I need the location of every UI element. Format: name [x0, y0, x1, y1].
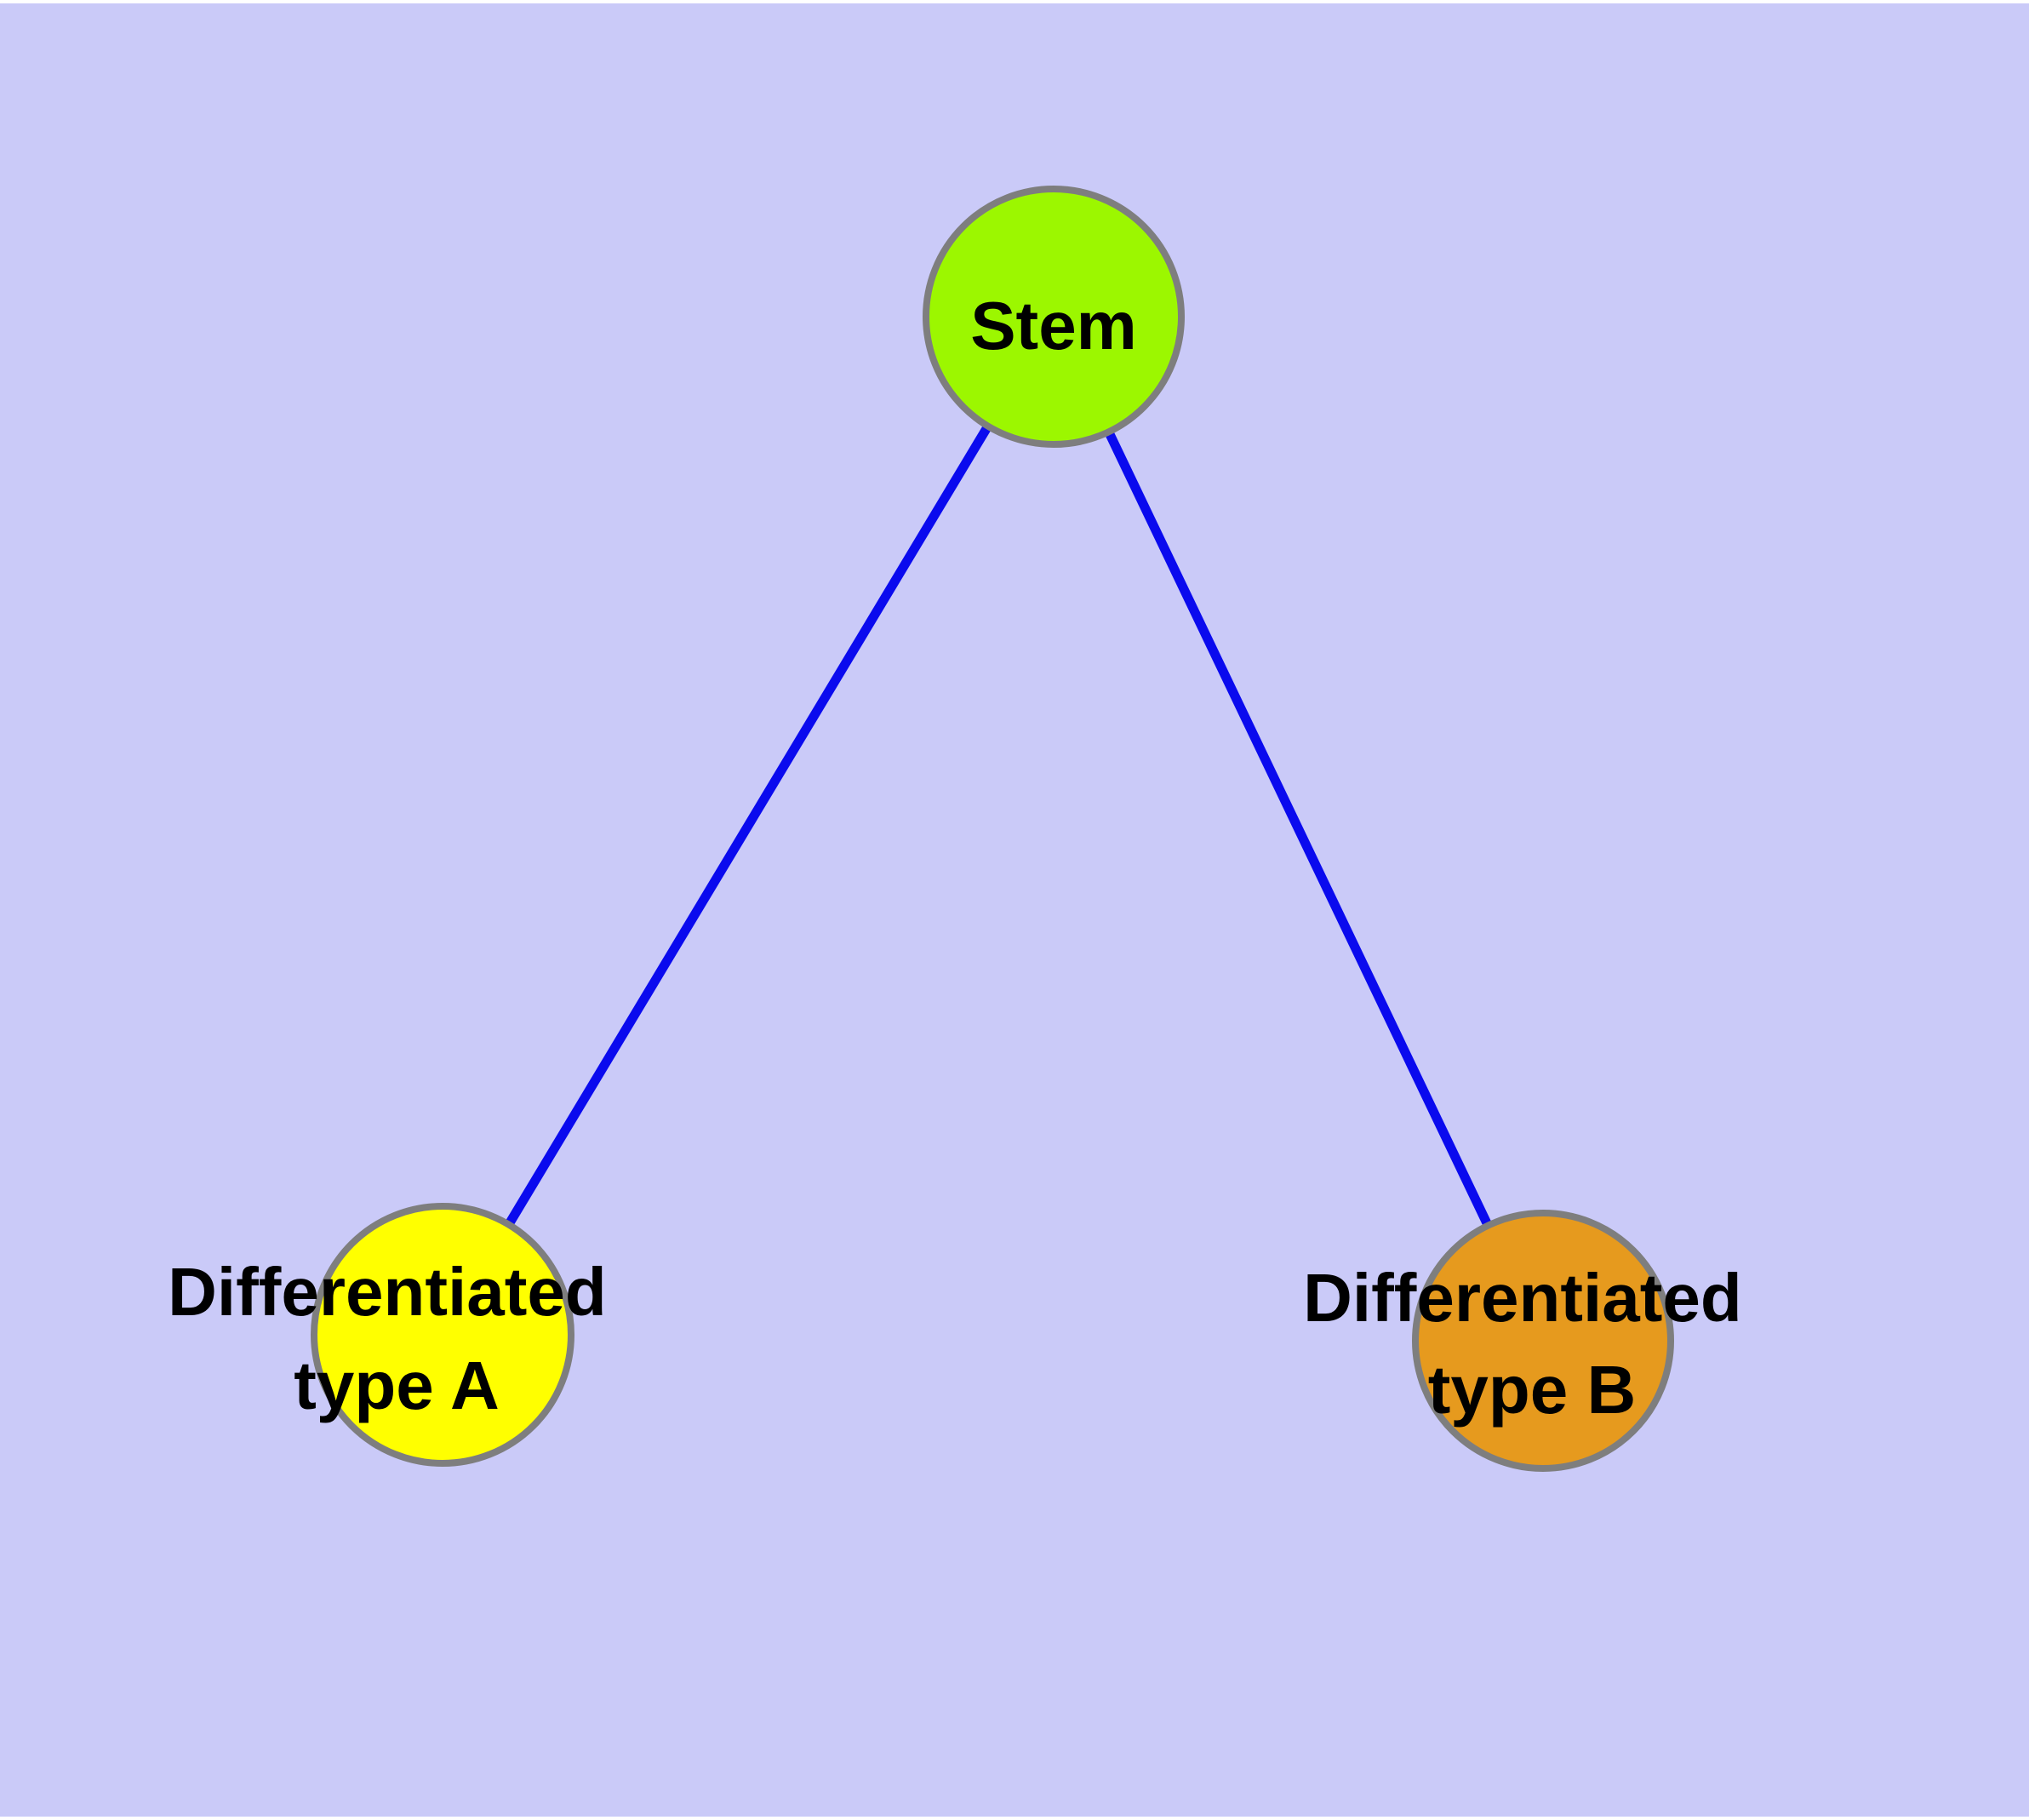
node-stem — [923, 186, 1185, 448]
node-differentiated-type-b-label-line-2: type B — [1428, 1352, 1637, 1428]
node-stem-label: Stem — [970, 288, 1137, 363]
edge-stem-to-type-a — [438, 314, 1058, 1337]
node-stem-label-line: Stem — [970, 288, 1137, 363]
node-differentiated-type-b — [1412, 1210, 1674, 1472]
node-differentiated-type-a — [311, 1203, 574, 1467]
node-differentiated-type-b-label: Differentiated type B — [1303, 1260, 1761, 1428]
node-differentiated-type-a-label-line-2: type A — [294, 1348, 500, 1423]
edge-stem-to-type-b — [1049, 314, 1547, 1343]
node-differentiated-type-b-label-line-1: Differentiated — [1303, 1260, 1742, 1336]
node-differentiated-type-a-label-line-1: Differentiated — [168, 1254, 607, 1330]
node-differentiated-type-a-label: Differentiated type A — [168, 1254, 626, 1423]
